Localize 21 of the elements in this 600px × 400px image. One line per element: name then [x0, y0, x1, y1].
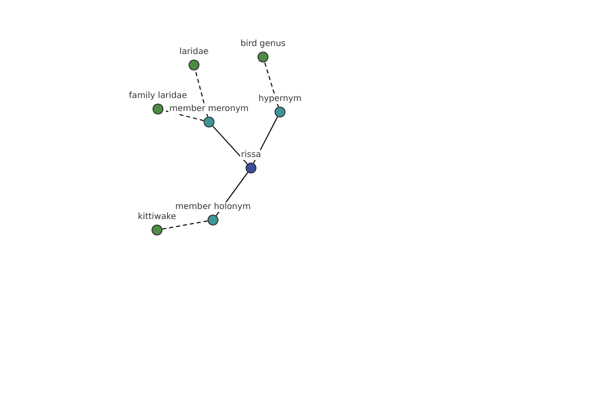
- connector-line: [253, 116, 278, 164]
- node-label: bird genus: [239, 39, 287, 49]
- node-label: hypernym: [257, 94, 303, 104]
- node-circle: [188, 60, 200, 70]
- node-circle: [208, 214, 218, 226]
- node-circle: [274, 106, 286, 118]
- node-circle: [152, 104, 164, 114]
- node-circle: [246, 162, 256, 174]
- node-label: family laridae: [128, 91, 188, 101]
- node-label: laridae: [178, 47, 210, 57]
- node-label: rissa: [240, 150, 262, 160]
- dashed-line: [264, 62, 279, 108]
- dashed-line: [194, 70, 208, 118]
- node-label: kittiwake: [136, 212, 178, 222]
- dashed-line: [162, 220, 208, 230]
- node-circle: [258, 52, 268, 62]
- node-circle: [152, 224, 162, 236]
- node-circle: [204, 116, 214, 128]
- connector-line: [212, 126, 248, 164]
- node-label: member holonym: [174, 202, 252, 212]
- node-label: member meronym: [168, 104, 250, 114]
